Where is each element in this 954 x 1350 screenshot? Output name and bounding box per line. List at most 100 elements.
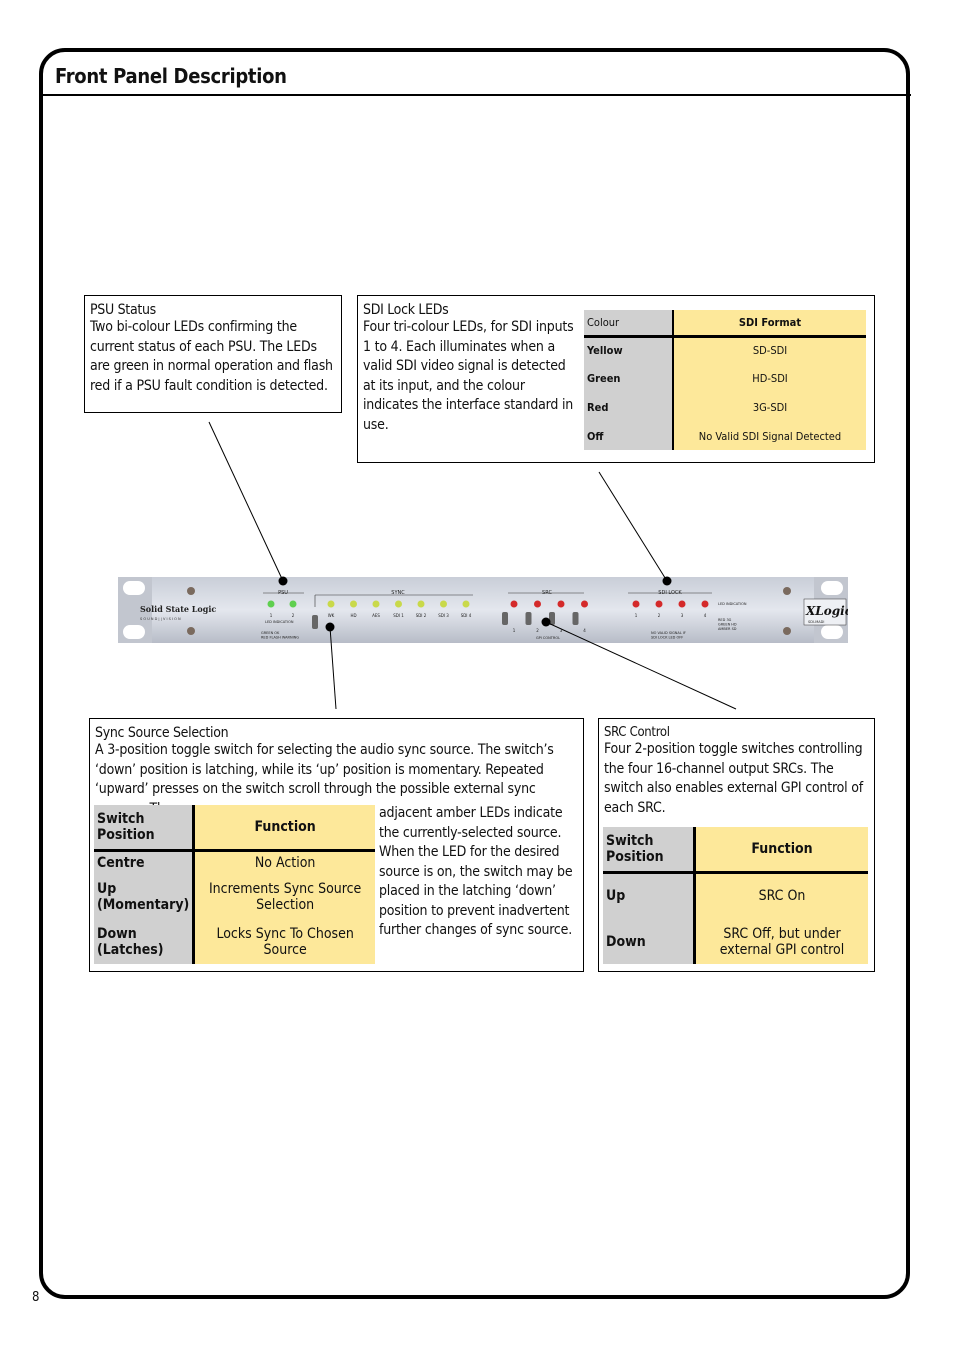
src-led: [510, 600, 518, 608]
src-led: [534, 600, 541, 608]
src-switch-label: 4: [583, 628, 586, 633]
sync-led: [395, 600, 402, 608]
title-rule: [41, 94, 911, 96]
sdi-led-label: 3: [681, 613, 684, 618]
sync-led-label: SDI 1: [393, 613, 404, 618]
sync-led: [462, 600, 470, 608]
rack-ear-slot: [821, 625, 843, 639]
sync-led: [440, 600, 447, 608]
src-body: Four 2-position toggle switches controll…: [604, 741, 863, 816]
sync-led-label: SDI 2: [416, 613, 427, 618]
table-cell: Locks Sync To Chosen Source: [193, 920, 375, 964]
sync-led-label: SDI 3: [438, 613, 449, 618]
src-label: SRC: [542, 590, 552, 596]
psu-led: [289, 600, 297, 608]
sync-body-side: adjacent amber LEDs indicate the current…: [379, 805, 573, 938]
rack-ear-slot: [123, 625, 145, 639]
src-toggle-switch: [502, 612, 508, 625]
sdi-led: [632, 600, 640, 608]
sdi-led: [701, 600, 709, 608]
sync-label: SYNC: [391, 590, 405, 596]
sdi-led-row: 1 2 3 4: [632, 600, 709, 618]
table-cell: 3G-SDI: [673, 392, 866, 422]
panel-screw: [187, 627, 195, 635]
sync-heading: Sync Source Selection: [95, 725, 229, 741]
table-cell: SRC On: [694, 872, 868, 919]
table-cell: Green: [584, 364, 674, 392]
table-cell: No Valid SDI Signal Detected: [673, 422, 866, 450]
psu-led-label: 2: [292, 613, 295, 618]
src-switch-label: 1: [513, 628, 516, 633]
page-frame: [39, 48, 910, 1299]
brand-text: Solid State Logic: [140, 604, 216, 614]
src-led: [557, 600, 565, 608]
sync-led-label: AES: [372, 613, 380, 618]
psu-heading: PSU Status: [90, 302, 156, 318]
table-cell: Down: [603, 919, 696, 964]
table-header: Colour: [584, 310, 674, 336]
table-cell: Centre: [94, 850, 196, 874]
sdi-leader-line: [598, 471, 668, 582]
table-cell: No Action: [193, 850, 375, 874]
sync-toggle-switch: [312, 615, 318, 629]
table-cell: Down (Latches): [94, 920, 196, 964]
sync-leader-dot: [325, 622, 335, 632]
table-cell: SD-SDI: [673, 336, 866, 364]
table-cell: Off: [584, 422, 674, 450]
logo-text: XLogic: [805, 604, 848, 618]
sdi-body: Four tri-colour LEDs, for SDI inputs 1 t…: [363, 319, 574, 433]
sdi-lock-label: SDI LOCK: [658, 590, 682, 596]
panel-face: [118, 577, 848, 643]
front-panel-illustration: Solid State Logic S O U N D | | V I S I …: [118, 577, 848, 643]
psu-leader-dot: [278, 576, 288, 586]
table-header: Function: [694, 827, 868, 872]
sdi-led-label: 4: [704, 613, 707, 618]
table-cell: Yellow: [584, 336, 674, 364]
src-toggle-switch: [549, 612, 555, 625]
sync-led-row: WK HD AES SDI 1 SDI 2 SDI 3 SDI 4: [327, 600, 472, 618]
panel-screw: [783, 587, 791, 595]
psu-led: [267, 600, 275, 608]
table-cell: Red: [584, 392, 674, 422]
page-title: Front Panel Description: [55, 64, 287, 88]
sync-led-label: WK: [328, 613, 335, 618]
sync-led: [417, 600, 425, 608]
table-cell: Up: [603, 872, 696, 919]
src-led: [581, 600, 588, 608]
table-header: SDI Format: [673, 310, 866, 336]
sync-led: [327, 600, 335, 608]
psu-leader-line: [208, 421, 284, 582]
src-toggle-switch: [525, 612, 532, 625]
sync-led-label: SDI 4: [461, 613, 472, 618]
psu-led-label: 1: [270, 613, 273, 618]
brand-sub-text: S O U N D | | V I S I O N: [140, 617, 181, 621]
table-header: Function: [193, 805, 375, 850]
sdi-led-label: 1: [635, 613, 638, 618]
led-indication-label: LED INDICATION: [265, 620, 294, 624]
psu-status-box: PSU Status Two bi-colour LEDs confirming…: [84, 295, 342, 413]
sdi-led: [678, 600, 686, 608]
table-header: Switch Position: [94, 805, 196, 850]
sdi-led: [655, 600, 663, 608]
src-leader-line: [545, 621, 737, 710]
table-cell: HD-SDI: [673, 364, 866, 392]
table-header: Switch Position: [603, 827, 696, 872]
logo-sub-text: SDI-MADI: [808, 620, 824, 624]
table-cell: Increments Sync Source Selection: [193, 874, 375, 920]
src-switch-label: 3: [560, 628, 563, 633]
src-toggle-switch: [572, 612, 579, 625]
panel-screw: [187, 587, 195, 595]
table-cell: Up (Momentary): [94, 874, 196, 920]
src-heading: SRC Control: [604, 725, 670, 740]
sdi-led-indication-label: LED INDICATION: [718, 602, 747, 606]
sync-led-label: HD: [350, 613, 356, 618]
sdi-led-label: 2: [658, 613, 661, 618]
psu-body: Two bi-colour LEDs confirming the curren…: [90, 319, 333, 394]
